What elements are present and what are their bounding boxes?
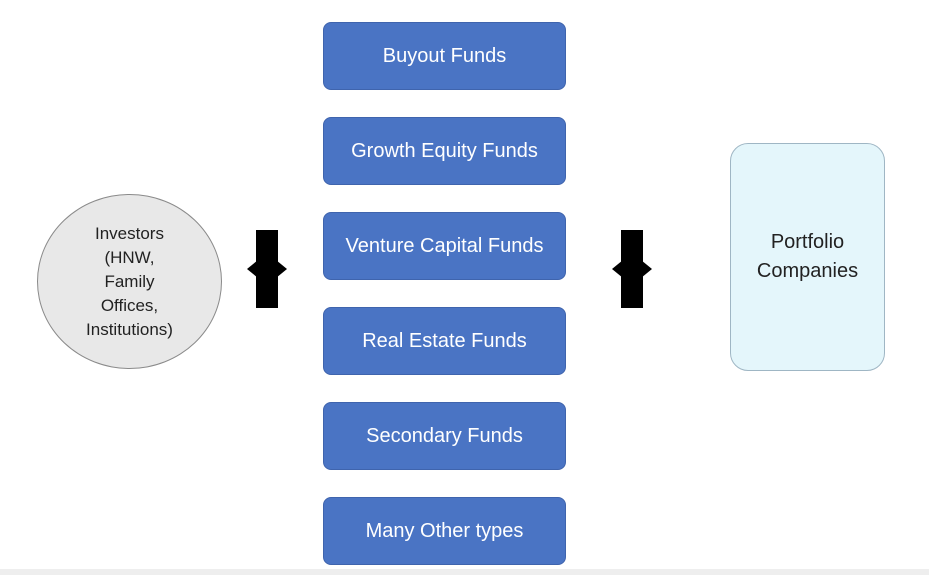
fund-real-estate: Real Estate Funds <box>323 307 566 375</box>
fund-secondary: Secondary Funds <box>323 402 566 470</box>
fund-many-other: Many Other types <box>323 497 566 565</box>
investors-label: Investors (HNW, Family Offices, Institut… <box>86 223 173 339</box>
fund-buyout: Buyout Funds <box>323 22 566 90</box>
right-double-arrow-icon <box>612 230 652 308</box>
fund-venture-capital: Venture Capital Funds <box>323 212 566 280</box>
portfolio-companies-node: Portfolio Companies <box>730 143 885 371</box>
investors-node: Investors (HNW, Family Offices, Institut… <box>37 194 222 369</box>
left-double-arrow-icon <box>247 230 287 308</box>
portfolio-label: Portfolio Companies <box>756 231 859 282</box>
fund-growth-equity: Growth Equity Funds <box>323 117 566 185</box>
bottom-divider <box>0 569 929 575</box>
